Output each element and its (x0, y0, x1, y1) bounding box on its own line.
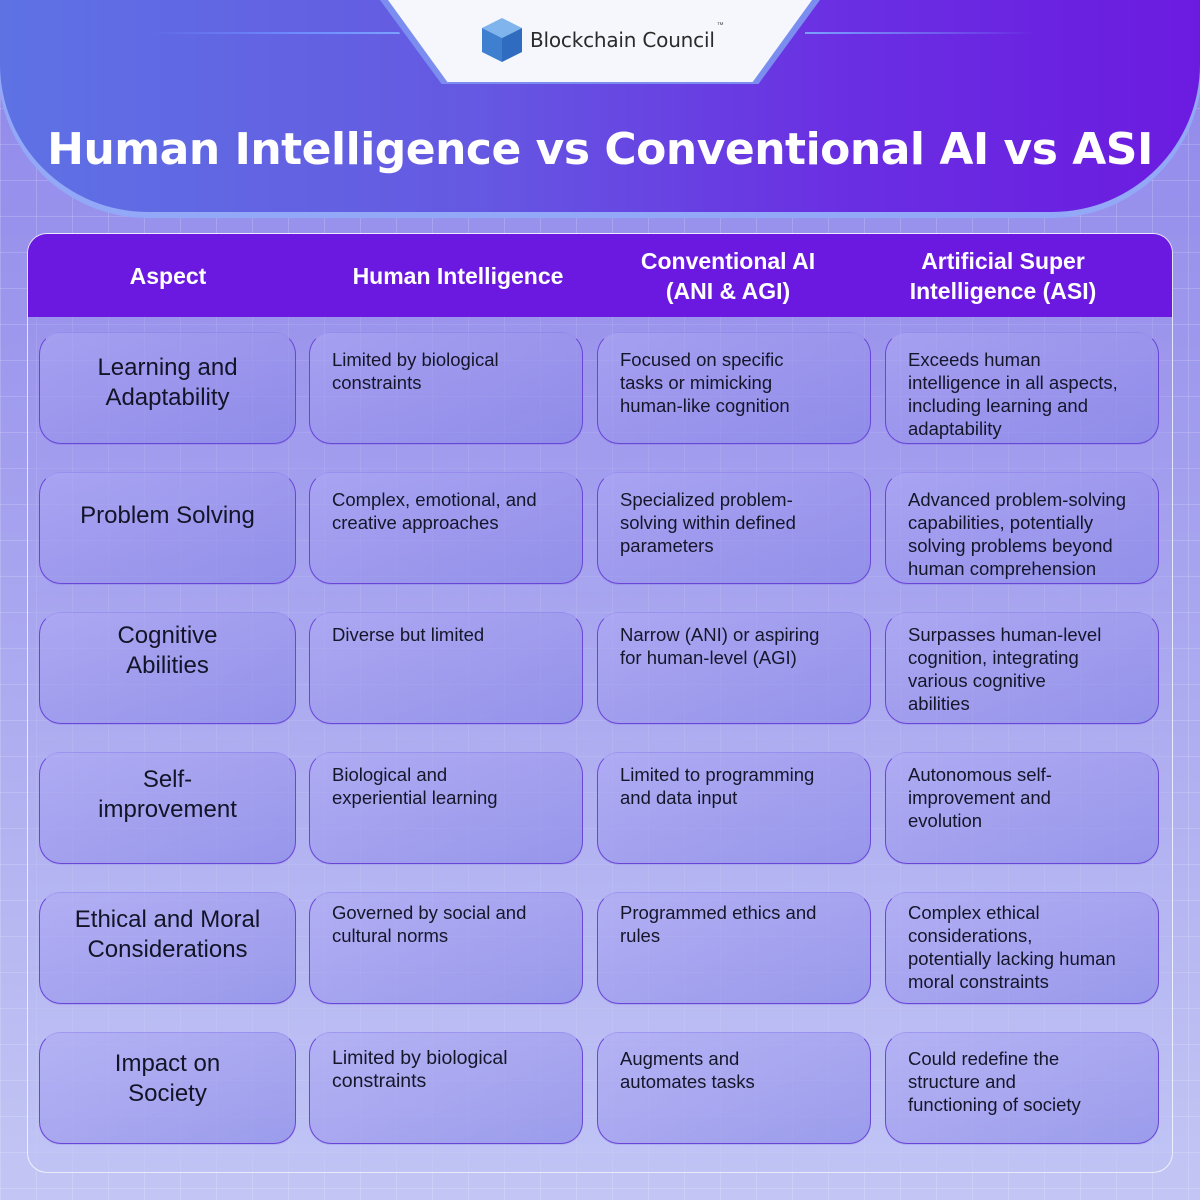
human-intelligence-cell: Complex, emotional, and creative approac… (309, 472, 583, 584)
brand-name: Blockchain Council (530, 28, 715, 52)
human-intelligence-cell: Limited by biological constraints (309, 1032, 583, 1144)
table-row: Problem Solving Complex, emotional, and … (28, 472, 1172, 584)
human-intelligence-cell: Diverse but limited (309, 612, 583, 724)
column-header-aspect: Aspect (129, 262, 207, 289)
conventional-ai-cell: Limited to programming and data input (597, 752, 871, 864)
decorative-line (805, 32, 1035, 34)
asi-cell: Surpasses human-level cognition, integra… (885, 612, 1159, 724)
table-row: Impact on Society Limited by biological … (28, 1032, 1172, 1144)
aspect-cell: Cognitive Abilities (39, 612, 296, 724)
column-header-conventional-ai: Conventional AI (ANI & AGI) (640, 247, 816, 304)
decorative-line (150, 32, 400, 34)
aspect-cell: Ethical and Moral Considerations (39, 892, 296, 1004)
aspect-cell: Self- improvement (39, 752, 296, 864)
aspect-cell: Problem Solving (39, 472, 296, 584)
table-row: Learning and Adaptability Limited by bio… (28, 332, 1172, 444)
human-intelligence-cell: Governed by social and cultural norms (309, 892, 583, 1004)
human-intelligence-cell: Biological and experiential learning (309, 752, 583, 864)
conventional-ai-cell: Augments and automates tasks (597, 1032, 871, 1144)
logo-tab (388, 0, 812, 82)
page-title: Human Intelligence vs Conventional AI vs… (47, 124, 1153, 175)
table-row: Self- improvement Biological and experie… (28, 752, 1172, 864)
asi-cell: Exceeds human intelligence in all aspect… (885, 332, 1159, 444)
comparison-table: Aspect Human Intelligence Conventional A… (27, 233, 1173, 1173)
column-header-human-intelligence: Human Intelligence (352, 262, 564, 289)
aspect-cell: Impact on Society (39, 1032, 296, 1144)
table-header: Aspect Human Intelligence Conventional A… (28, 234, 1172, 317)
conventional-ai-cell: Specialized problem- solving within defi… (597, 472, 871, 584)
column-header-asi: Artificial Super Intelligence (ASI) (909, 247, 1097, 304)
blue-cube-icon (482, 18, 522, 62)
asi-cell: Autonomous self- improvement and evoluti… (885, 752, 1159, 864)
aspect-cell: Learning and Adaptability (39, 332, 296, 444)
table-row: Cognitive Abilities Diverse but limited … (28, 612, 1172, 724)
conventional-ai-cell: Narrow (ANI) or aspiring for human-level… (597, 612, 871, 724)
human-intelligence-cell: Limited by biological constraints (309, 332, 583, 444)
asi-cell: Complex ethical considerations, potentia… (885, 892, 1159, 1004)
conventional-ai-cell: Focused on specific tasks or mimicking h… (597, 332, 871, 444)
conventional-ai-cell: Programmed ethics and rules (597, 892, 871, 1004)
table-row: Ethical and Moral Considerations Governe… (28, 892, 1172, 1004)
trademark-symbol: ™ (716, 22, 724, 29)
brand-logo: Blockchain Council ™ (480, 16, 724, 64)
asi-cell: Advanced problem-solving capabilities, p… (885, 472, 1159, 584)
asi-cell: Could redefine the structure and functio… (885, 1032, 1159, 1144)
